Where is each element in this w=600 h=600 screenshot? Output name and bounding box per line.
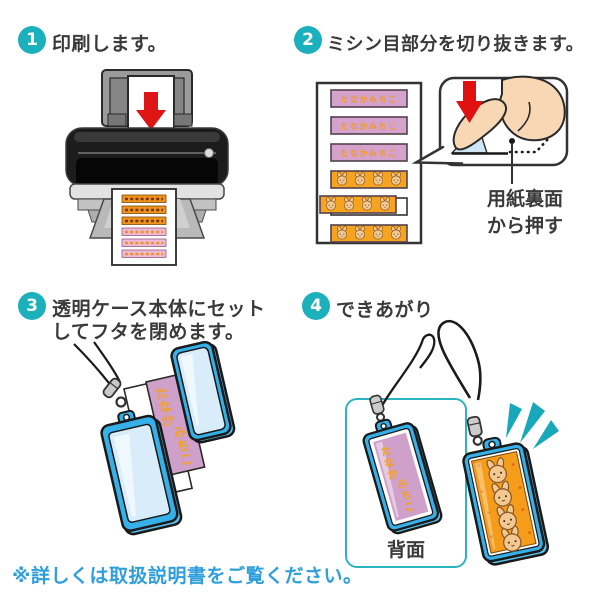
svg-text:ち: ち <box>175 438 191 456</box>
step-3-label-line2: してフタを閉めます。 <box>52 321 245 343</box>
pink-label-strip: たなかみちこ <box>330 89 408 108</box>
hand-pushing-icon <box>452 75 566 151</box>
strap-clasp <box>102 377 127 408</box>
svg-text:こ: こ <box>179 452 195 470</box>
strap-cord-loop <box>437 319 482 401</box>
name-label: た な か み ち こ <box>145 372 206 477</box>
finished-strap-front <box>462 436 550 566</box>
finished-straps-illustration: た な か み ち こ <box>362 319 559 566</box>
svg-text:た: た <box>379 444 393 460</box>
pink-label-strip: たなかみちこ <box>330 116 408 135</box>
step-4-number: 4 <box>310 296 322 316</box>
pink-label-strip: たなかみちこ <box>330 143 408 162</box>
step-2-number: 2 <box>302 30 314 50</box>
step-2-label: ミシン目部分を切り抜きます。 <box>327 34 585 55</box>
svg-text:か: か <box>386 467 400 483</box>
paper-guide <box>173 113 193 127</box>
step-4-label: できあがり <box>336 299 434 321</box>
finished-strap-back: た な か み ち こ <box>362 394 443 535</box>
callout-note-line1: 用紙裏面 <box>487 188 564 210</box>
down-arrow-icon <box>136 92 166 130</box>
svg-text:な: な <box>157 399 173 417</box>
svg-text:たなかみちこ: たなかみちこ <box>341 94 398 104</box>
footer-note: ※詳しくは取扱説明書をご覧ください。 <box>12 565 363 587</box>
orange-label-strip <box>330 170 408 189</box>
step-1-label: 印刷します。 <box>52 33 168 55</box>
svg-text:た: た <box>154 385 170 403</box>
callout-note-line2: から押す <box>487 215 564 237</box>
step-1-badge: 1 <box>18 26 46 54</box>
power-button <box>204 148 214 158</box>
svg-text:こ: こ <box>402 499 416 515</box>
svg-text:み: み <box>396 476 410 492</box>
back-view-caption: 背面 <box>386 539 425 561</box>
step-3-badge: 3 <box>18 292 46 320</box>
case-body <box>100 409 183 536</box>
strap-clasp <box>466 415 483 446</box>
step-1-number: 1 <box>26 30 38 50</box>
printed-strips <box>121 194 167 258</box>
strap-ring <box>472 435 483 446</box>
label-sheet-illustration: たなかみちこ たなかみちこ たなかみちこ <box>315 81 423 245</box>
orange-label-strip <box>330 224 408 243</box>
svg-text:か: か <box>160 413 176 431</box>
case-lid <box>170 340 236 444</box>
printed-sheet <box>111 188 177 266</box>
case-assembly-illustration: た な か み ち こ <box>73 340 236 536</box>
svg-text:たなかみちこ: たなかみちこ <box>341 148 398 158</box>
paper-guide <box>107 113 127 127</box>
svg-text:み: み <box>172 424 188 442</box>
callout-bubble <box>411 75 569 184</box>
leader-dot <box>509 138 515 144</box>
down-arrow-icon <box>456 81 483 123</box>
strap-cord <box>376 333 436 415</box>
name-label <box>373 432 429 521</box>
step-3-number: 3 <box>26 296 38 316</box>
step-2-badge: 2 <box>294 26 322 54</box>
emphasis-lines-icon <box>506 402 559 449</box>
svg-text:な: な <box>382 455 396 471</box>
svg-text:ち: ち <box>399 488 413 504</box>
printer-illustration <box>65 69 229 266</box>
step-4-badge: 4 <box>302 292 330 320</box>
strap-clasp <box>369 394 386 422</box>
step-3-label-line1: 透明ケース本体にセット <box>52 298 266 320</box>
svg-text:たなかみちこ: たなかみちこ <box>341 121 398 131</box>
punched-out-strip <box>319 195 408 216</box>
callout-note: 用紙裏面 から押す <box>487 186 563 240</box>
callout-tail <box>415 146 462 164</box>
strap-ring <box>115 396 127 408</box>
